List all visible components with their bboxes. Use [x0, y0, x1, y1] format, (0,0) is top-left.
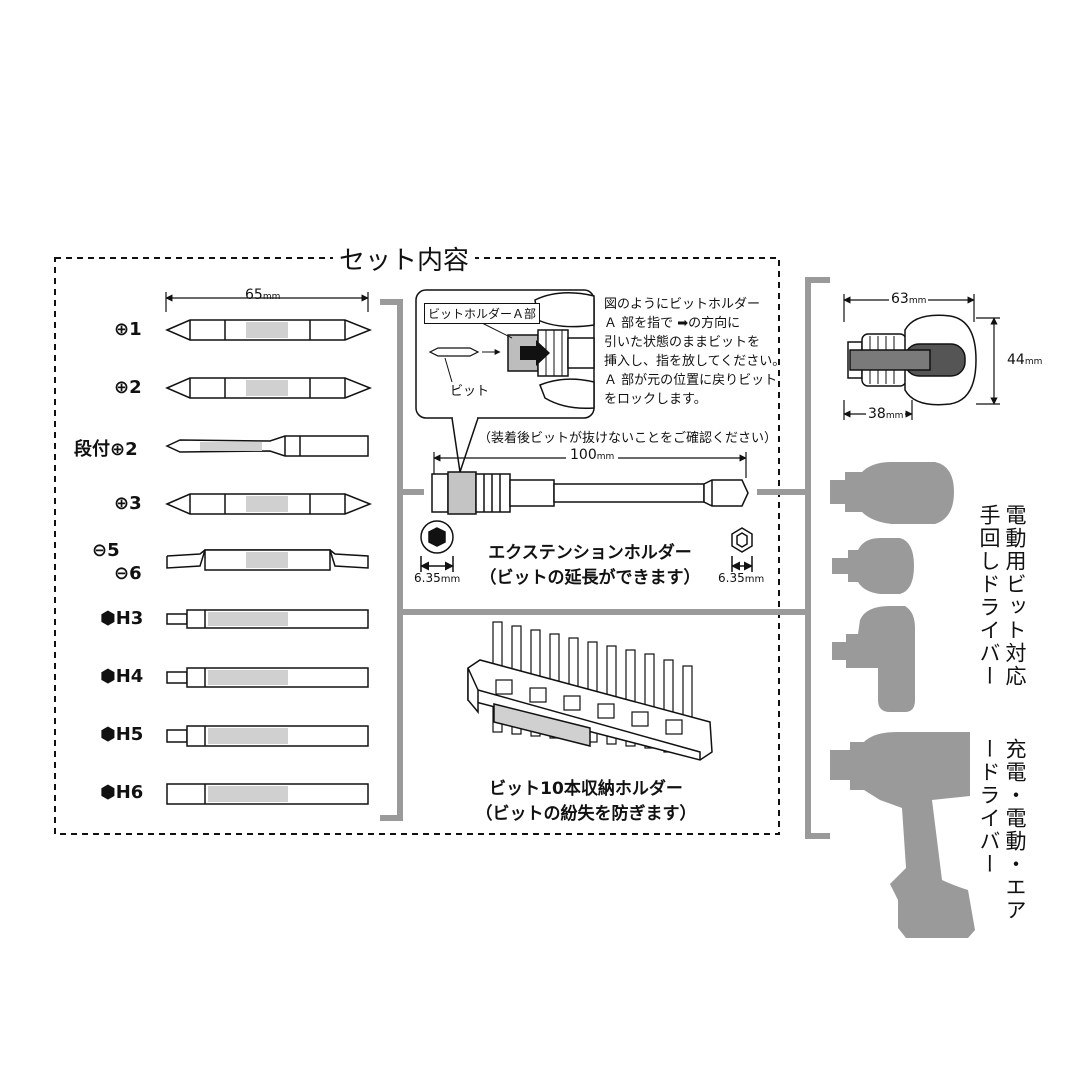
instruction-line-5: Ａ 部が元の位置に戻りビット	[604, 373, 778, 388]
driver-height-value: 44	[1007, 352, 1025, 368]
bit-label-h5: H5	[115, 724, 144, 745]
instruction-line-1: 図のようにビットホルダー	[604, 297, 761, 312]
driver-width-unit: mm	[908, 296, 927, 306]
extension-holder-name: エクステンションホルダー	[488, 543, 692, 563]
bit-hex-h4	[166, 667, 369, 688]
driver-width-value: 63	[891, 291, 909, 307]
storage-holder-drawing	[467, 621, 713, 761]
holder-length-value: 100	[570, 447, 597, 463]
storage-holder-description: （ビットの紛失を防ぎます）	[475, 804, 697, 824]
bit-label-phillips-1: ⊕1	[114, 319, 142, 340]
bit-label-h3: H3	[115, 608, 144, 629]
set-box-border	[54, 257, 780, 835]
storage-holder-name: ビット10本収納ホルダー	[489, 779, 683, 799]
shank-hex-icon-small	[731, 527, 753, 572]
instruction-line-2: Ａ 部を指で ➡の方向に	[604, 316, 741, 331]
power-driver-compat-label: 充電・電動・エアードライバー	[977, 738, 1027, 922]
bit-phillips-1	[165, 319, 373, 341]
instruction-line-4: 挿入し、指を放してください。	[604, 354, 786, 369]
bit-label-slotted-6: ⊖6	[114, 563, 142, 584]
bit-hex-h6	[166, 783, 369, 805]
hexagon-icon: ⬢	[100, 666, 116, 687]
manual-driver-compat-label: 電動用ビット対応手回しドライバー	[977, 504, 1027, 688]
bit-label-h4: H4	[115, 666, 144, 687]
bit-label-hex-h3-row: ⬢H3	[100, 608, 143, 629]
extension-holder-heading: エクステンションホルダー （ビットの延長ができます）	[470, 538, 710, 588]
driver-depth-value: 38	[868, 406, 886, 422]
socket-size-2-dimension: 6.35mm	[718, 571, 764, 585]
instruction-text: 図のようにビットホルダー Ａ 部を指で ➡の方向に 引いた状態のままビットを 挿…	[604, 295, 785, 409]
bit-hex-h3	[166, 609, 369, 629]
socket-size-1-value: 6.35	[414, 571, 441, 585]
set-contents-title: セット内容	[333, 240, 476, 277]
hexagon-icon: ⬢	[100, 724, 116, 745]
hand-driver-drawing	[847, 314, 977, 406]
driver-height-unit: mm	[1024, 357, 1043, 367]
connector-lines	[380, 277, 830, 839]
bit-slotted-5-6	[166, 549, 369, 571]
hexagon-icon: ⬢	[100, 608, 116, 629]
socket-size-2-unit: mm	[744, 574, 765, 585]
socket-size-1-unit: mm	[440, 574, 461, 585]
extension-holder-description: （ビットの延長ができます）	[479, 568, 701, 588]
socket-size-1-dimension: 6.35mm	[414, 571, 460, 585]
socket-size-2-value: 6.35	[718, 571, 745, 585]
bit-label-hex-h6-row: ⬢H6	[100, 782, 143, 803]
holder-part-label: ビットホルダーＡ部	[424, 303, 541, 324]
driver-depth-dimension: 38mm	[866, 406, 906, 422]
bit-callout-label: ビット	[450, 384, 490, 399]
instruction-line-6: をロックします。	[604, 392, 707, 407]
bit-label-hex-h5-row: ⬢H5	[100, 724, 143, 745]
driver-depth-unit: mm	[885, 411, 904, 421]
bit-length-value: 65	[245, 287, 263, 303]
driver-height-dimension: 44mm	[1007, 352, 1042, 368]
bit-stepped-phillips-2	[165, 435, 369, 457]
driver-silhouettes	[830, 462, 975, 938]
bit-phillips-2	[165, 377, 373, 399]
hexagon-icon: ⬢	[100, 782, 116, 803]
bit-length-unit: mm	[262, 292, 281, 302]
instruction-line-3: 引いた状態のままビットを	[604, 335, 761, 350]
holder-length-dimension: 100mm	[566, 447, 619, 463]
holder-length-unit: mm	[596, 452, 615, 462]
bit-label-h6: H6	[115, 782, 144, 803]
bit-length-dimension: 65mm	[245, 287, 280, 303]
bit-hex-h5	[166, 725, 369, 747]
bit-label-phillips-2: ⊕2	[114, 377, 142, 398]
socket-hex-icon-large	[420, 520, 454, 572]
bit-phillips-3	[165, 493, 373, 515]
caution-text: （装着後ビットが抜けないことをご確認ください）	[478, 431, 778, 446]
bit-label-stepped-phillips-2: 段付⊕2	[74, 439, 138, 460]
bit-label-slotted-5: ⊖5	[92, 540, 120, 561]
bit-dimension-line	[165, 292, 369, 312]
bit-label-phillips-3: ⊕3	[114, 493, 142, 514]
extension-holder-drawing	[431, 452, 749, 515]
storage-holder-heading: ビット10本収納ホルダー （ビットの紛失を防ぎます）	[466, 774, 706, 824]
bit-label-hex-h4-row: ⬢H4	[100, 666, 143, 687]
driver-width-dimension: 63mm	[889, 291, 929, 307]
